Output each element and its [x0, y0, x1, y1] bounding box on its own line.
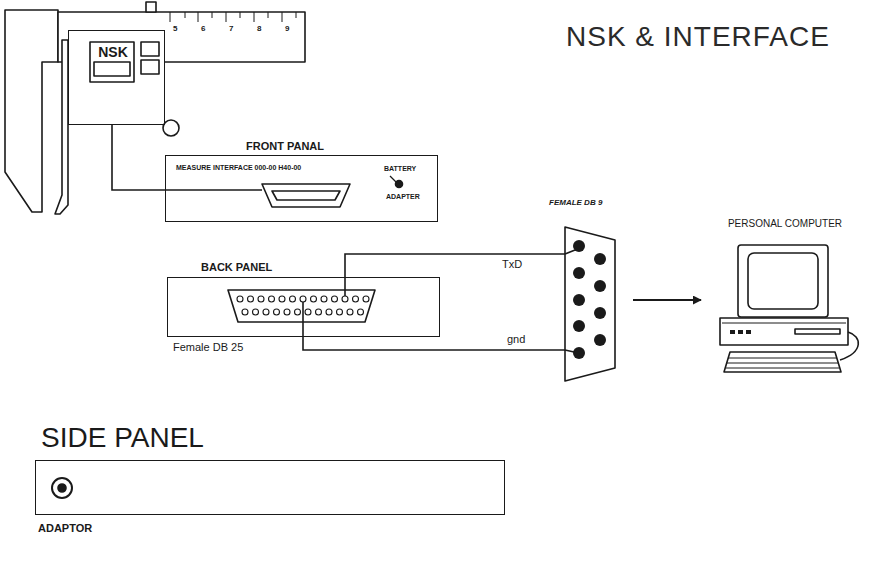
front-panel-box: FRONT PANALMEASURE INTERFACE 000-00 H40-… [165, 155, 438, 222]
scale-number: 6 [201, 24, 205, 33]
panel-heading: SIDE PANEL [41, 422, 204, 454]
computer-label: PERSONAL COMPUTER [705, 218, 865, 230]
panel-heading: BACK PANEL [201, 261, 272, 274]
switch-label: BATTERY [384, 165, 416, 173]
signal-name: gnd [505, 333, 527, 346]
signal-name: TxD [500, 258, 524, 271]
caliper-slider: NSK [68, 30, 165, 125]
panel-heading: FRONT PANAL [246, 140, 324, 153]
scale-number: 8 [257, 24, 261, 33]
data-arrow [633, 299, 701, 301]
brand-label: NSK [91, 44, 135, 60]
socket-label: ADAPTOR [38, 522, 92, 535]
signal-wire [345, 254, 565, 277]
db9-connector: FEMALE DB 9 [565, 227, 615, 381]
signal-wire [112, 125, 165, 190]
diagram-title: NSK & INTERFACE [566, 21, 830, 53]
panel-legend: MEASURE INTERFACE 000-00 H40-00 [176, 164, 301, 172]
scale-number: 5 [173, 24, 177, 33]
switch-label: ADAPTER [386, 193, 420, 201]
connector-label: FEMALE DB 9 [549, 198, 602, 207]
side-panel-box: SIDE PANELADAPTOR [35, 460, 505, 515]
computer: PERSONAL COMPUTER [705, 218, 865, 374]
scale-number: 7 [229, 24, 233, 33]
back-panel-box: BACK PANELFemale DB 25 [167, 277, 440, 337]
scale-number: 9 [285, 24, 289, 33]
connector-label: Female DB 25 [173, 341, 243, 354]
